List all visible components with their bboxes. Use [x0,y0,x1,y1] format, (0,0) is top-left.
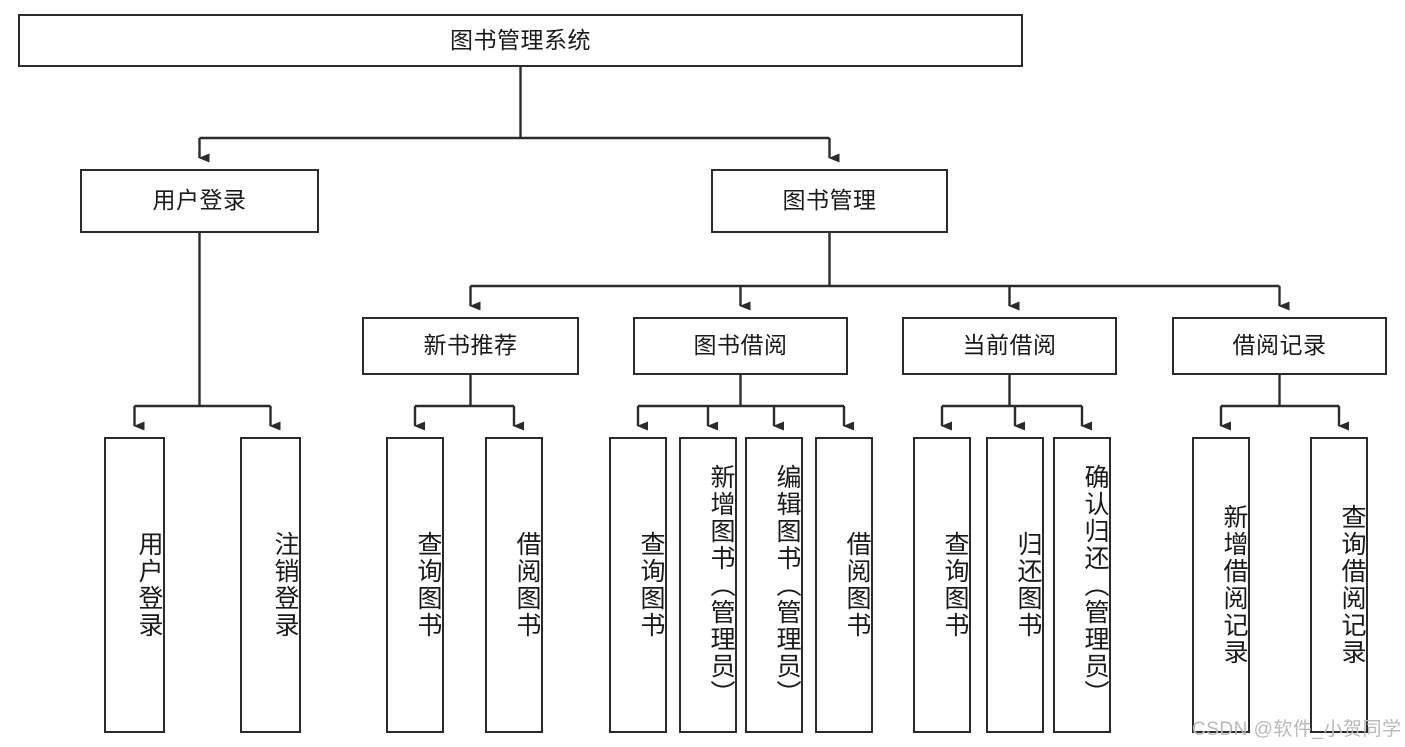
node-leaf-borrow-book-2[interactable]: 借阅图书 [815,437,873,733]
node-label: 图书管理系统 [450,26,591,53]
node-label: 编辑图书（管理员） [773,463,801,707]
node-label: 用户登录 [152,187,247,214]
node-label: 新增借阅记录 [1220,504,1248,666]
node-label: 图书管理 [782,187,877,214]
node-label: 归还图书 [1014,531,1042,639]
node-label: 查询图书 [941,531,969,639]
node-label: 当前借阅 [962,332,1057,359]
node-book-manage[interactable]: 图书管理 [711,169,948,233]
node-leaf-add-book[interactable]: 新增图书（管理员） [679,437,737,733]
node-label: 查询图书 [414,531,442,639]
node-leaf-user-login[interactable]: 用户登录 [104,437,165,733]
node-user-login[interactable]: 用户登录 [80,169,319,233]
node-leaf-query-record[interactable]: 查询借阅记录 [1310,437,1368,733]
node-label: 借阅图书 [843,531,871,639]
csdn-watermark: CSDN @软件_小贺同学 [1192,719,1402,740]
node-root[interactable]: 图书管理系统 [18,14,1023,67]
node-leaf-query-book-3[interactable]: 查询图书 [913,437,971,733]
node-leaf-query-book-1[interactable]: 查询图书 [386,437,444,733]
node-label: 确认归还（管理员） [1081,463,1109,707]
node-label: 用户登录 [135,531,163,639]
node-label: 注销登录 [271,531,299,639]
node-label: 图书借阅 [693,332,788,359]
node-leaf-add-record[interactable]: 新增借阅记录 [1192,437,1250,733]
node-leaf-edit-book[interactable]: 编辑图书（管理员） [745,437,803,733]
node-current-borrow[interactable]: 当前借阅 [902,317,1117,375]
node-borrow-record[interactable]: 借阅记录 [1172,317,1387,375]
node-leaf-confirm-return[interactable]: 确认归还（管理员） [1053,437,1111,733]
node-leaf-return-book[interactable]: 归还图书 [986,437,1044,733]
node-label: 查询借阅记录 [1338,504,1366,666]
node-new-book-rec[interactable]: 新书推荐 [362,317,579,375]
node-label: 新增图书（管理员） [707,463,735,707]
node-leaf-borrow-book-1[interactable]: 借阅图书 [485,437,543,733]
node-leaf-query-book-2[interactable]: 查询图书 [609,437,667,733]
node-label: 借阅图书 [513,531,541,639]
node-label: 查询图书 [637,531,665,639]
node-book-borrow[interactable]: 图书借阅 [633,317,848,375]
node-leaf-logout[interactable]: 注销登录 [240,437,301,733]
node-label: 新书推荐 [423,332,518,359]
node-label: 借阅记录 [1232,332,1327,359]
